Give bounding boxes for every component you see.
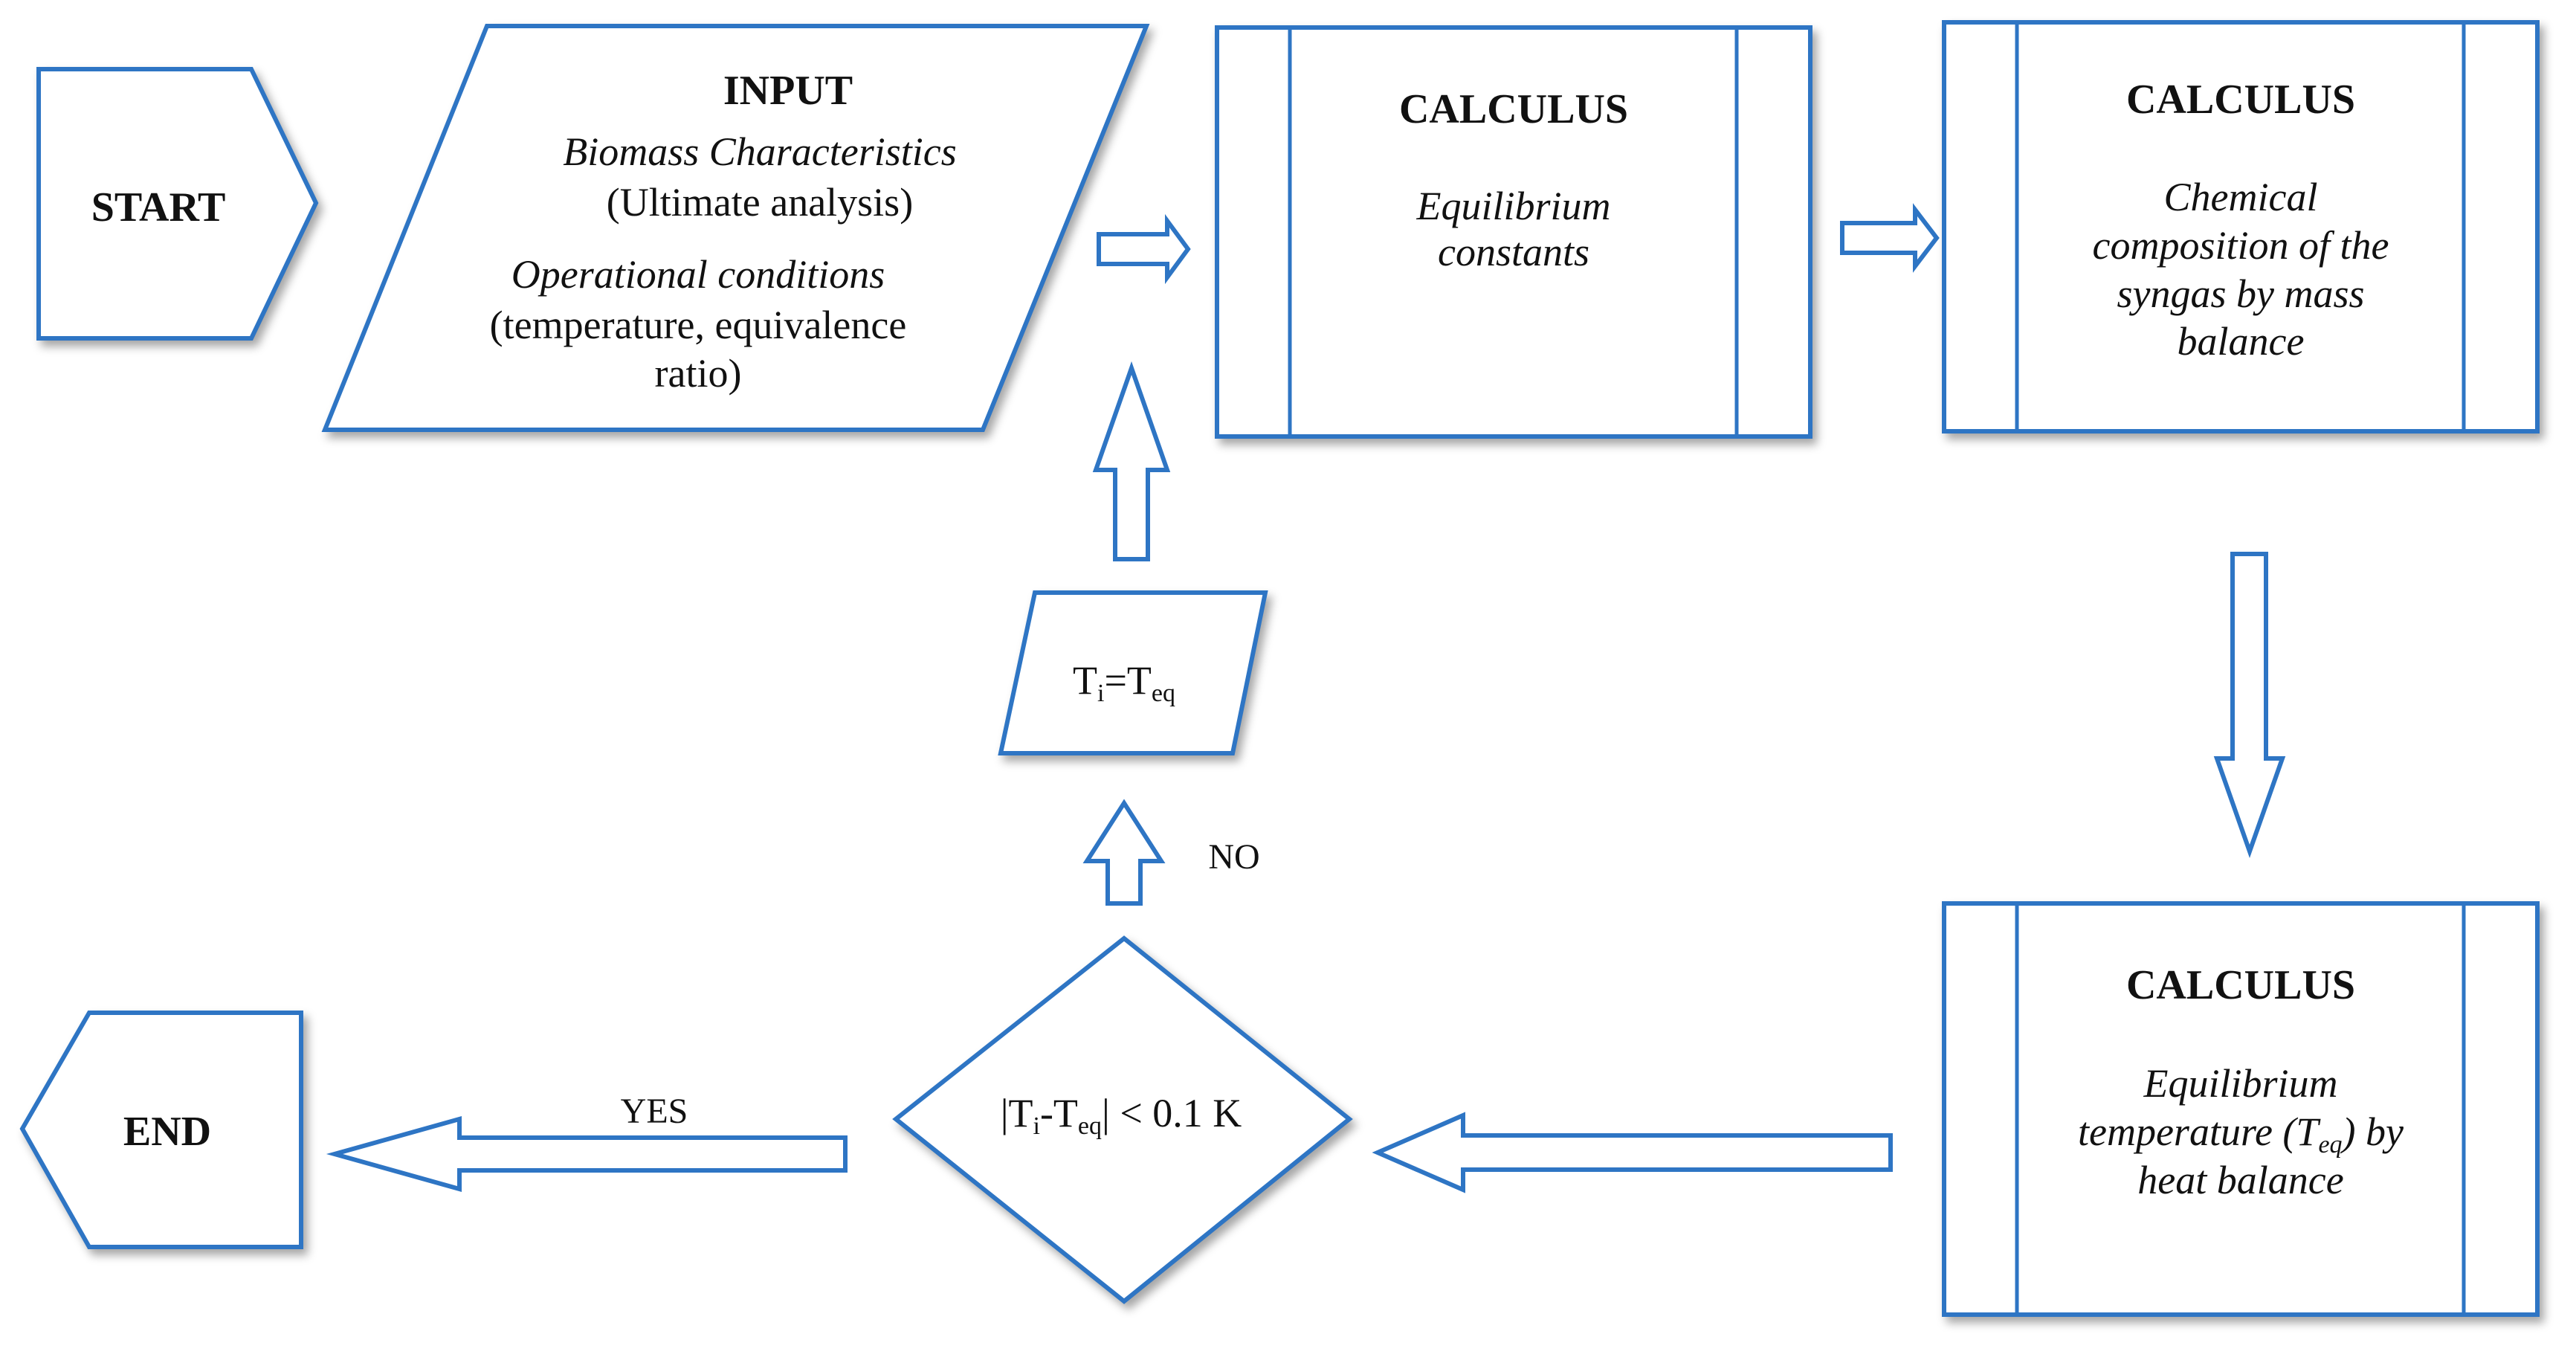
input-line-5: ratio) (655, 351, 742, 396)
input-title: INPUT (723, 68, 853, 114)
calc-equilibrium-constants-node: CALCULUS Equilibrium constants (1215, 25, 1812, 439)
input-line-2: (Ultimate analysis) (607, 180, 913, 225)
arrow-calc3-to-decision (1372, 1112, 1893, 1193)
arrow-decision-to-update (1082, 799, 1166, 906)
calc3-line-2: temperature (Teq) by (2078, 1109, 2404, 1158)
yes-label: YES (621, 1092, 688, 1131)
end-label: END (123, 1109, 211, 1155)
calc1-title: CALCULUS (1399, 86, 1628, 132)
calc2-line-4: balance (2178, 319, 2305, 364)
calc3-line-1: Equilibrium (2143, 1061, 2337, 1106)
calc-equilibrium-temperature-node: CALCULUS Equilibrium temperature (Teq) b… (1942, 901, 2540, 1317)
convergence-decision-node: |Ti-Teq| < 0.1 K (892, 935, 1353, 1304)
input-line-4: (temperature, equivalence (490, 303, 907, 347)
calc2-line-1: Chemical (2164, 175, 2318, 219)
arrow-calc2-to-calc3 (2213, 552, 2286, 859)
calc3-line-3: heat balance (2137, 1158, 2343, 1202)
start-label: START (91, 184, 226, 231)
input-node: INPUT Biomass Characteristics (Ultimate … (321, 24, 1150, 432)
calc1-line-1: Equilibrium (1415, 184, 1610, 228)
calc1-line-2: constants (1438, 230, 1589, 274)
arrow-update-to-calc1 (1092, 361, 1171, 561)
calc3-title: CALCULUS (2126, 962, 2355, 1008)
input-line-1: Biomass Characteristics (563, 129, 957, 174)
end-node: END (19, 1011, 303, 1249)
decision-condition: |Ti-Teq| < 0.1 K (1001, 1091, 1242, 1140)
start-node: START (36, 67, 319, 341)
input-line-3: Operational conditions (511, 252, 885, 297)
arrow-decision-to-end (326, 1116, 848, 1192)
arrow-calc1-to-calc2 (1840, 203, 1940, 273)
calc-syngas-composition-node: CALCULUS Chemical composition of the syn… (1942, 20, 2540, 434)
calc2-title: CALCULUS (2126, 77, 2355, 123)
calc2-line-3: syngas by mass (2117, 271, 2365, 316)
no-label: NO (1208, 837, 1259, 877)
temperature-update-node: Ti=Teq (998, 590, 1268, 755)
calc2-line-2: composition of the (2093, 223, 2389, 268)
arrow-input-to-calc1 (1097, 213, 1191, 285)
update-label: Ti=Teq (1073, 658, 1175, 707)
